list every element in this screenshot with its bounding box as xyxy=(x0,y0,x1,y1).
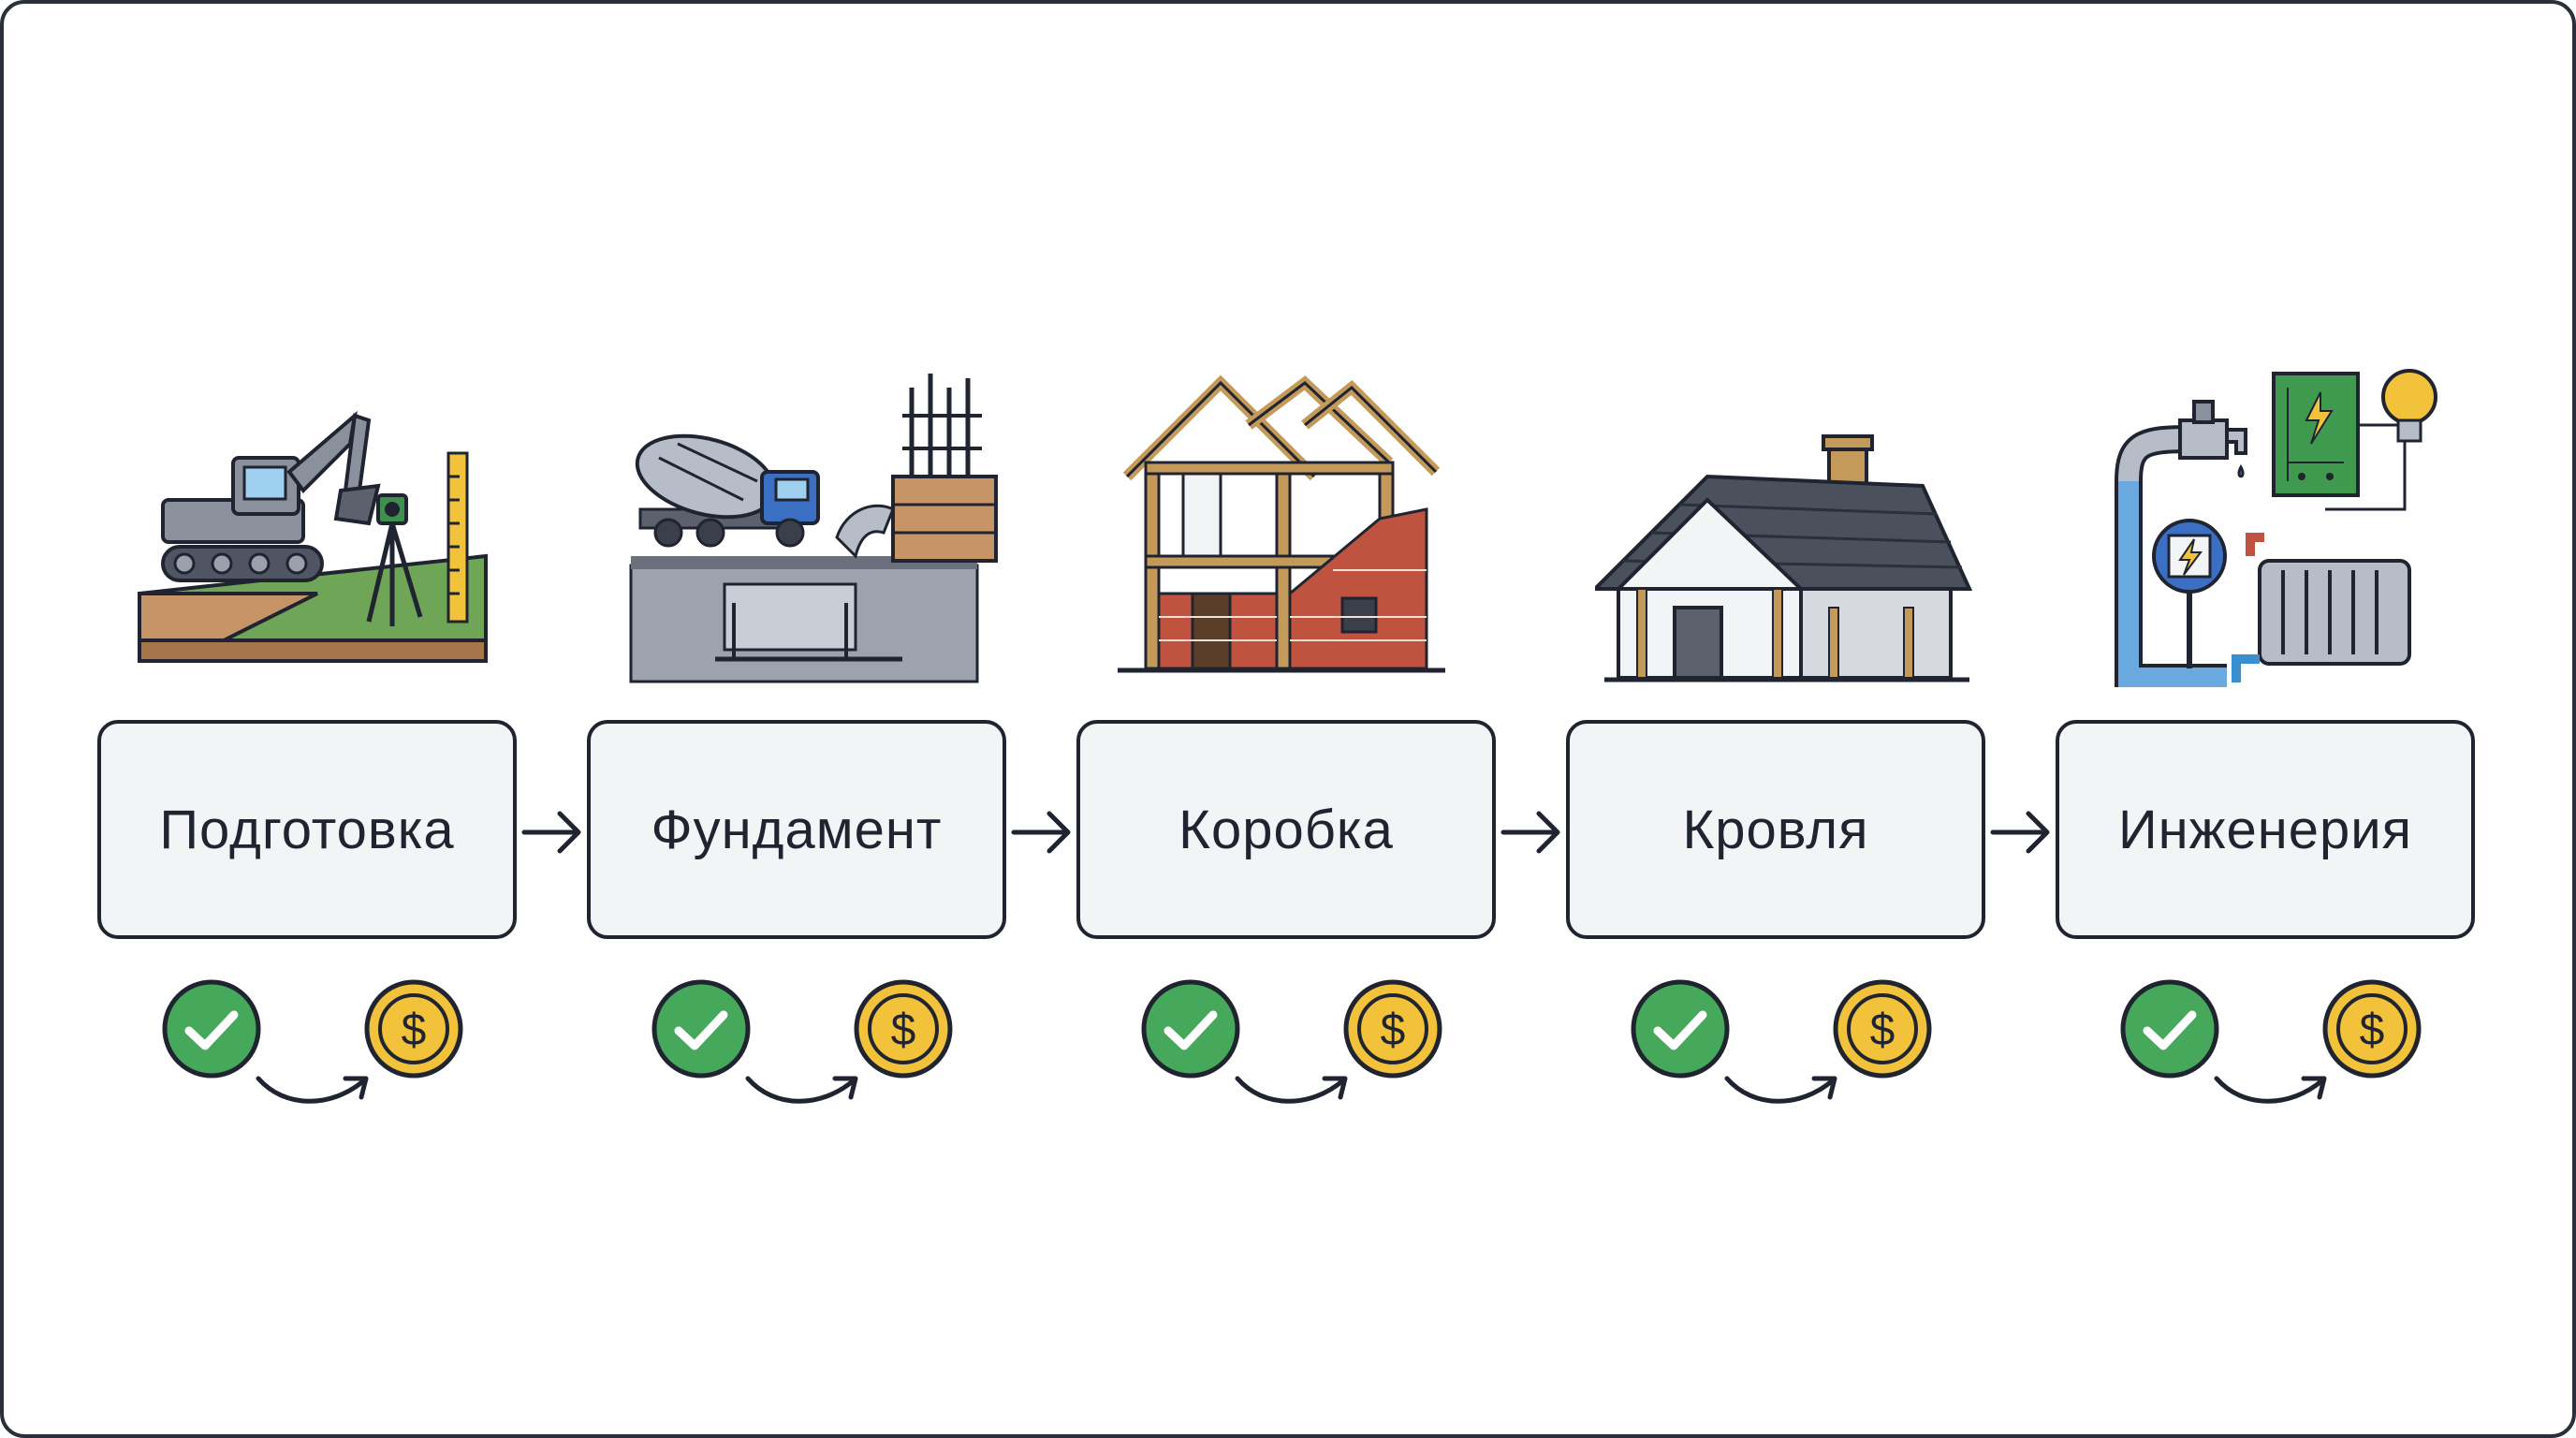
status-row: $ xyxy=(154,977,472,1118)
stage-box-korobka: Коробка xyxy=(1076,720,1496,939)
status-row: $ xyxy=(643,977,961,1118)
curved-arrow-icon xyxy=(2214,1076,2327,1104)
stage-box-podgotovka: Подготовка xyxy=(97,720,517,939)
check-circle-icon xyxy=(651,979,751,1078)
status-row: $ xyxy=(1133,977,1451,1118)
status-row: $ xyxy=(2112,977,2430,1118)
check-circle-icon xyxy=(2120,979,2219,1078)
svg-text:$: $ xyxy=(891,1005,916,1055)
dollar-coin-icon: $ xyxy=(1343,979,1442,1078)
dollar-coin-icon: $ xyxy=(854,979,953,1078)
stage-label: Коробка xyxy=(1178,799,1394,860)
dollar-coin-icon: $ xyxy=(364,979,463,1078)
house-frame-brick-icon xyxy=(1108,369,1501,687)
check-circle-icon xyxy=(1141,979,1240,1078)
svg-text:$: $ xyxy=(2360,1005,2385,1055)
concrete-mixer-foundation-icon xyxy=(622,369,1015,687)
utilities-plumbing-electric-icon xyxy=(2086,369,2480,687)
stage-box-inzheneriya: Инженерия xyxy=(2056,720,2475,939)
stage-label: Инженерия xyxy=(2117,799,2413,860)
svg-text:$: $ xyxy=(402,1005,427,1055)
stage-box-fundament: Фундамент xyxy=(587,720,1006,939)
svg-text:$: $ xyxy=(1870,1005,1895,1055)
curved-arrow-icon xyxy=(1235,1076,1348,1104)
roofed-house-icon xyxy=(1595,369,1988,687)
check-circle-icon xyxy=(1631,979,1730,1078)
check-circle-icon xyxy=(162,979,261,1078)
dollar-coin-icon: $ xyxy=(2322,979,2422,1078)
arrow-right-icon xyxy=(520,800,586,865)
status-row: $ xyxy=(1622,977,1940,1118)
arrow-right-icon xyxy=(1500,800,1565,865)
curved-arrow-icon xyxy=(1724,1076,1837,1104)
svg-text:$: $ xyxy=(1381,1005,1406,1055)
excavator-survey-icon xyxy=(130,369,523,687)
stage-label: Кровля xyxy=(1682,799,1869,860)
stage-label: Подготовка xyxy=(159,799,455,860)
arrow-right-icon xyxy=(1010,800,1076,865)
curved-arrow-icon xyxy=(745,1076,858,1104)
dollar-coin-icon: $ xyxy=(1833,979,1932,1078)
arrow-right-icon xyxy=(1989,800,2055,865)
stage-box-krovlya: Кровля xyxy=(1566,720,1985,939)
stage-label: Фундамент xyxy=(651,799,943,860)
curved-arrow-icon xyxy=(256,1076,369,1104)
